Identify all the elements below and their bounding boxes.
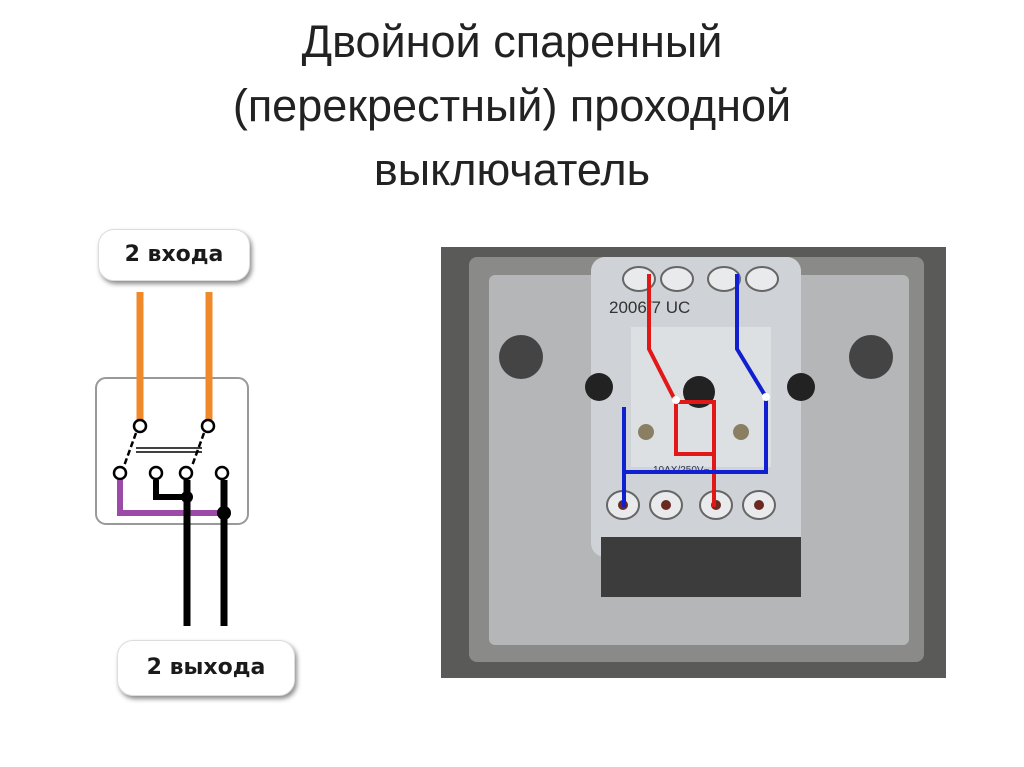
- red-wire: [647, 274, 716, 507]
- title-line-1: Двойной спаренный: [301, 16, 723, 67]
- inputs-label: 2 входа: [98, 229, 250, 281]
- title-line-2: (перекрестный) проходной: [232, 80, 792, 131]
- title-line-3: выключатель: [373, 144, 651, 195]
- slide-title: Двойной спаренный (перекрестный) проходн…: [0, 10, 1024, 202]
- switch-photo: 2006/7 UC 10AX/250V~: [441, 247, 946, 678]
- jumper-wire: [153, 480, 187, 500]
- outputs-label: 2 выхода: [117, 640, 295, 696]
